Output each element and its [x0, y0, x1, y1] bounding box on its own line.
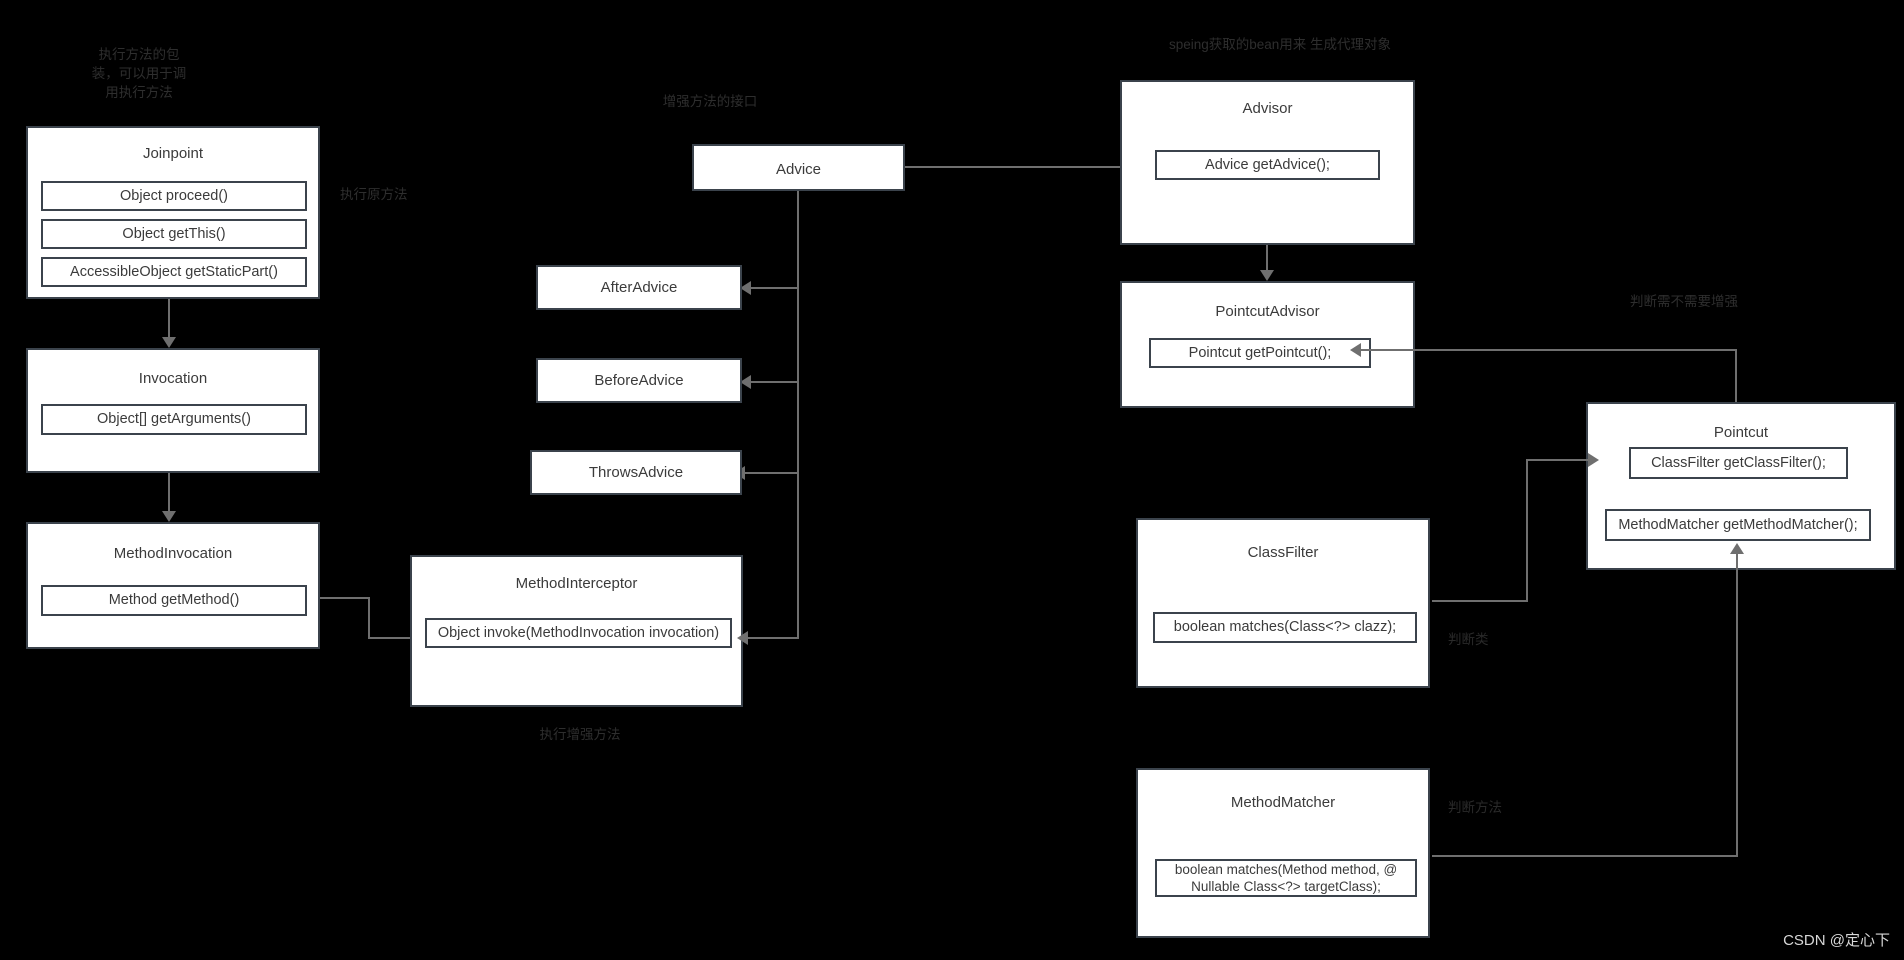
class-title-method-interceptor: MethodInterceptor [515, 575, 638, 592]
class-title-advice: Advice [775, 161, 822, 178]
class-box-joinpoint[interactable]: Joinpoint Object proceed() Object getThi… [26, 126, 320, 299]
method-methodinvocation-get-method[interactable]: Method getMethod() [41, 585, 307, 616]
arrowhead-advisor-pointcutadvisor [1260, 270, 1274, 281]
class-box-after-advice[interactable]: AfterAdvice [536, 265, 742, 310]
annotation-advice-note: 增强方法的接口 [662, 94, 758, 109]
connector-advice-spine [797, 191, 799, 638]
annotation-interceptor-note: 执行增强方法 [539, 727, 621, 742]
connector-methodmatcher-pointcut-v [1736, 553, 1738, 856]
arrowhead-advice-interceptor [737, 631, 748, 645]
class-title-class-filter: ClassFilter [1247, 544, 1319, 561]
annotation-advisor-note: speing获取的bean用来 生成代理对象 [1168, 37, 1392, 52]
connector-advice-throwsadvice [740, 472, 799, 474]
class-title-pointcut-advisor: PointcutAdvisor [1215, 303, 1320, 320]
method-pointcut-get-method-matcher[interactable]: MethodMatcher getMethodMatcher(); [1605, 509, 1871, 541]
method-interceptor-invoke[interactable]: Object invoke(MethodInvocation invocatio… [425, 618, 732, 648]
connector-advice-afteradvice [745, 287, 799, 289]
class-box-invocation[interactable]: Invocation Object[] getArguments() [26, 348, 320, 473]
method-pointcut-get-class-filter[interactable]: ClassFilter getClassFilter(); [1629, 447, 1848, 479]
connector-pointcut-advisor-h [1357, 349, 1737, 351]
connector-classfilter-pointcut-v [1526, 460, 1528, 601]
connector-advisor-pointcutadvisor [1266, 245, 1268, 275]
class-box-before-advice[interactable]: BeforeAdvice [536, 358, 742, 403]
class-box-method-matcher[interactable]: MethodMatcher boolean matches(Method met… [1136, 768, 1430, 938]
class-box-throws-advice[interactable]: ThrowsAdvice [530, 450, 742, 495]
method-joinpoint-get-this[interactable]: Object getThis() [41, 219, 307, 249]
class-box-class-filter[interactable]: ClassFilter boolean matches(Class<?> cla… [1136, 518, 1430, 688]
connector-mi-interceptor-h1 [320, 597, 370, 599]
class-title-method-matcher: MethodMatcher [1230, 794, 1336, 811]
annotation-method-matcher-note: 判断方法 [1448, 800, 1502, 815]
connector-classfilter-pointcut-h2 [1526, 459, 1590, 461]
arrowhead-invocation-methodinvocation [162, 511, 176, 522]
annotation-proceed-note: 执行原方法 [340, 187, 408, 202]
watermark: CSDN @定心下 [1783, 932, 1890, 949]
connector-mi-interceptor-h2 [368, 637, 416, 639]
arrowhead-advice-afteradvice [740, 281, 751, 295]
class-title-invocation: Invocation [138, 370, 208, 387]
class-title-joinpoint: Joinpoint [142, 145, 204, 162]
connector-methodmatcher-pointcut-h [1432, 855, 1738, 857]
annotation-class-filter-note: 判断类 [1448, 632, 1489, 647]
annotation-pointcut-note: 判断需不需要增强 [1630, 294, 1738, 309]
connector-invocation-methodinvocation [168, 473, 170, 516]
arrowhead-classfilter-pointcut [1588, 453, 1599, 467]
method-methodmatcher-matches[interactable]: boolean matches(Method method, @ Nullabl… [1155, 859, 1417, 897]
class-title-method-invocation: MethodInvocation [113, 545, 233, 562]
connector-advice-interceptor [743, 637, 799, 639]
connector-advice-beforeadvice [745, 381, 799, 383]
method-joinpoint-proceed[interactable]: Object proceed() [41, 181, 307, 211]
arrowhead-joinpoint-invocation [162, 337, 176, 348]
method-invocation-get-arguments[interactable]: Object[] getArguments() [41, 404, 307, 435]
arrowhead-methodmatcher-pointcut [1730, 543, 1744, 554]
method-pointcutadvisor-get-pointcut[interactable]: Pointcut getPointcut(); [1149, 338, 1371, 368]
arrowhead-advice-beforeadvice [740, 375, 751, 389]
class-title-pointcut: Pointcut [1713, 424, 1769, 441]
annotation-joinpoint-note: 执行方法的包 装，可以用于调 用执行方法 [91, 47, 187, 100]
method-advisor-get-advice[interactable]: Advice getAdvice(); [1155, 150, 1380, 180]
connector-pointcut-advisor-v [1735, 350, 1737, 415]
method-classfilter-matches[interactable]: boolean matches(Class<?> clazz); [1153, 612, 1417, 643]
class-title-advisor: Advisor [1242, 100, 1293, 117]
class-box-pointcut-advisor[interactable]: PointcutAdvisor Pointcut getPointcut(); [1120, 281, 1415, 408]
connector-advice-advisor [905, 166, 1148, 168]
method-joinpoint-get-static-part[interactable]: AccessibleObject getStaticPart() [41, 257, 307, 287]
connector-joinpoint-invocation [168, 299, 170, 342]
connector-classfilter-pointcut-h1 [1432, 600, 1528, 602]
class-box-pointcut[interactable]: Pointcut ClassFilter getClassFilter(); M… [1586, 402, 1896, 570]
arrowhead-pointcut-advisor [1350, 343, 1361, 357]
class-box-method-interceptor[interactable]: MethodInterceptor Object invoke(MethodIn… [410, 555, 743, 707]
class-box-advice[interactable]: Advice [692, 144, 905, 191]
class-box-method-invocation[interactable]: MethodInvocation Method getMethod() [26, 522, 320, 649]
class-box-advisor[interactable]: Advisor Advice getAdvice(); [1120, 80, 1415, 245]
connector-mi-interceptor-v [368, 597, 370, 638]
